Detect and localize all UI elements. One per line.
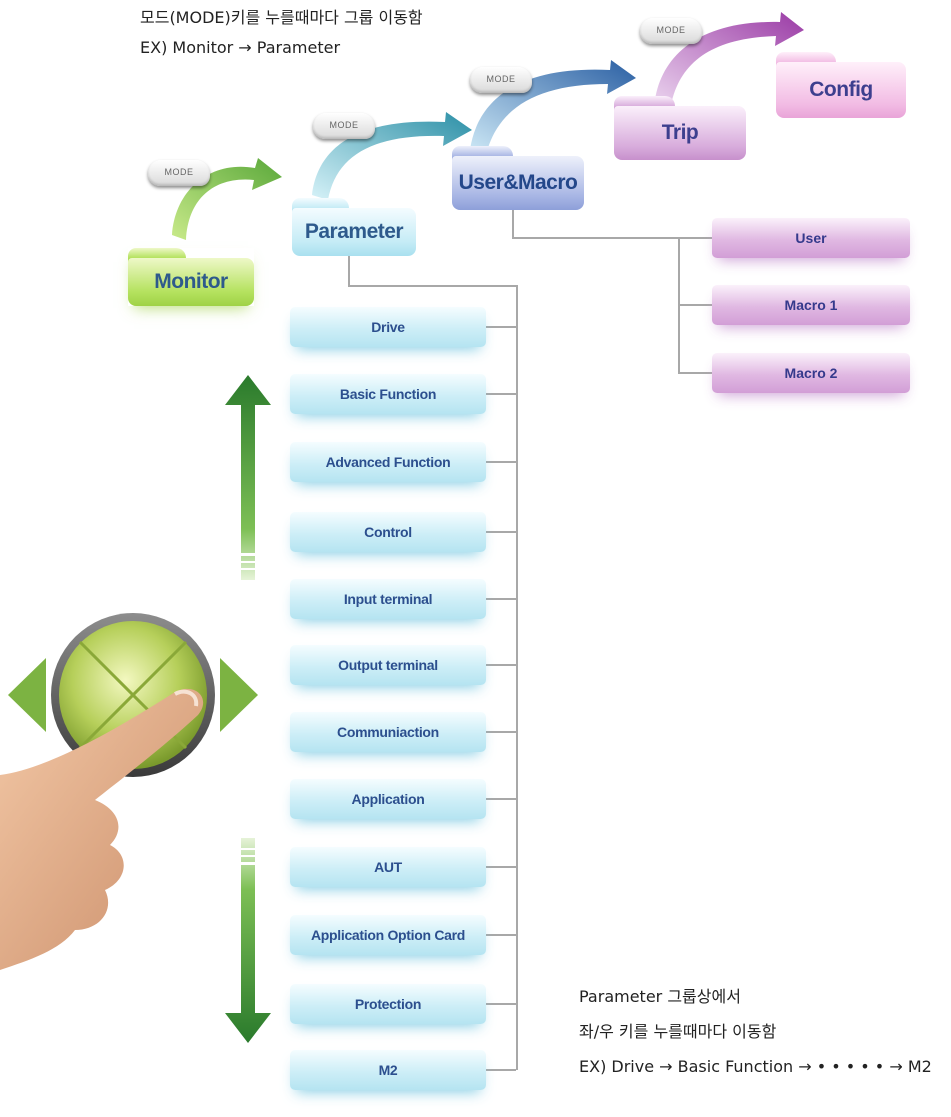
- param-item-drive[interactable]: Drive: [290, 307, 486, 347]
- connector-line: [678, 372, 712, 374]
- connector-line: [486, 326, 516, 328]
- user-item-macro-2[interactable]: Macro 2: [712, 353, 910, 393]
- mode-key-icon[interactable]: MODE: [313, 113, 375, 139]
- group-user-macro[interactable]: User&Macro: [452, 146, 584, 210]
- group-trip-label: Trip: [661, 121, 699, 144]
- mode-key-icon[interactable]: MODE: [470, 67, 532, 93]
- param-item-input-terminal[interactable]: Input terminal: [290, 579, 486, 619]
- connector-line: [678, 304, 712, 306]
- group-monitor[interactable]: Monitor: [128, 248, 254, 306]
- connector-line: [486, 1069, 516, 1071]
- param-item-application[interactable]: Application: [290, 779, 486, 819]
- user-item-user[interactable]: User: [712, 218, 910, 258]
- mode-key-icon[interactable]: MODE: [148, 160, 210, 186]
- connector-line: [348, 256, 350, 286]
- user-item-macro-1[interactable]: Macro 1: [712, 285, 910, 325]
- connector-line: [486, 866, 516, 868]
- group-config-label: Config: [809, 78, 873, 101]
- group-trip[interactable]: Trip: [614, 96, 746, 160]
- connector-line: [486, 731, 516, 733]
- connector-line: [486, 531, 516, 533]
- param-item-advanced-function[interactable]: Advanced Function: [290, 442, 486, 482]
- top-note-line1: 모드(MODE)키를 누를때마다 그룹 이동함: [140, 8, 423, 27]
- connector-line: [486, 798, 516, 800]
- down-arrow-icon: [225, 838, 271, 1043]
- param-item-aut[interactable]: AUT: [290, 847, 486, 887]
- top-note-line2: EX) Monitor → Parameter: [140, 38, 341, 57]
- connector-line: [486, 461, 516, 463]
- connector-line: [486, 598, 516, 600]
- param-item-control[interactable]: Control: [290, 512, 486, 552]
- param-item-communication[interactable]: Communiaction: [290, 712, 486, 752]
- bottom-note-line2: 좌/우 키를 누를때마다 이동함: [579, 1022, 777, 1041]
- param-item-basic-function[interactable]: Basic Function: [290, 374, 486, 414]
- group-config[interactable]: Config: [776, 52, 906, 118]
- connector-line: [486, 664, 516, 666]
- mode-key-icon[interactable]: MODE: [640, 18, 702, 44]
- connector-line: [516, 948, 518, 1070]
- group-parameter-label: Parameter: [304, 220, 404, 243]
- connector-line: [512, 237, 712, 239]
- param-item-output-terminal[interactable]: Output terminal: [290, 645, 486, 685]
- pointing-hand-icon: [0, 688, 204, 970]
- connector-line: [348, 285, 518, 287]
- connector-line: [486, 1003, 516, 1005]
- param-item-protection[interactable]: Protection: [290, 984, 486, 1024]
- up-arrow-icon: [225, 375, 271, 580]
- param-item-m2[interactable]: M2: [290, 1050, 486, 1090]
- param-item-application-option-card[interactable]: Application Option Card: [290, 915, 486, 955]
- connector-line: [516, 285, 518, 948]
- bottom-note-line3: EX) Drive → Basic Function → • • • • • →…: [579, 1057, 932, 1076]
- connector-line: [486, 934, 516, 936]
- group-monitor-label: Monitor: [154, 270, 228, 293]
- group-user-macro-label: User&Macro: [458, 171, 578, 194]
- group-parameter[interactable]: Parameter: [292, 198, 416, 256]
- bottom-note-line1: Parameter 그룹상에서: [579, 987, 741, 1006]
- connector-line: [512, 210, 514, 238]
- connector-line: [486, 393, 516, 395]
